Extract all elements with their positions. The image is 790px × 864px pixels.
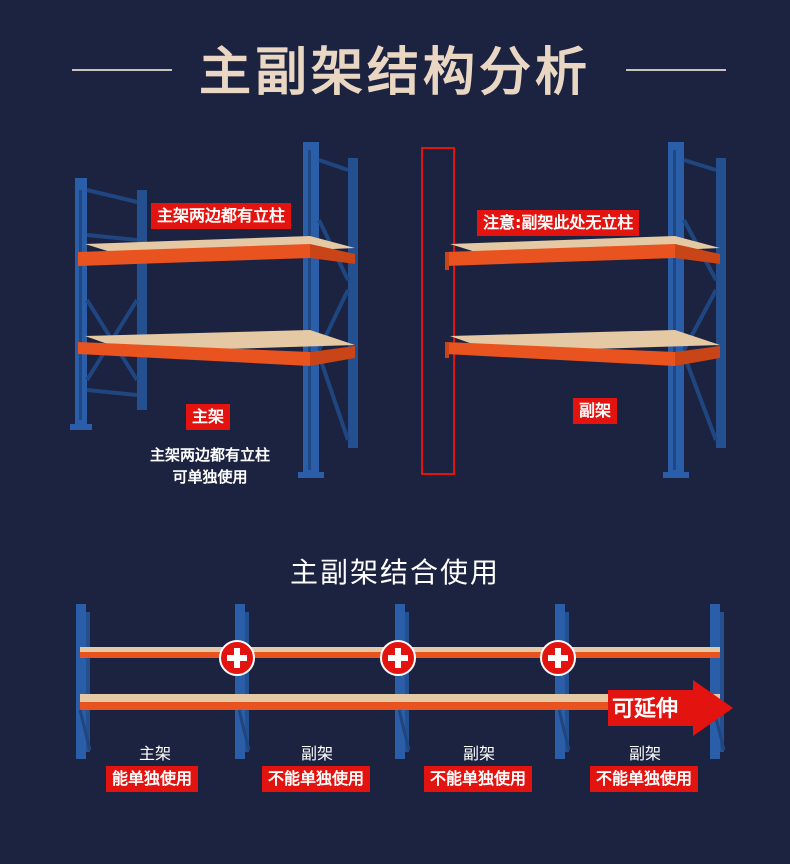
sub-rack-tag: 注意:副架此处无立柱 — [477, 210, 640, 236]
section-tag: 不能单独使用 — [590, 766, 699, 792]
missing-upright-marker — [421, 147, 455, 475]
page-title: 主副架结构分析 — [198, 43, 591, 103]
plus-icon — [219, 640, 255, 676]
section-name: 主架 — [138, 744, 171, 763]
main-rack-desc-line1: 主架两边都有立柱 — [149, 446, 270, 464]
section-tag: 能单独使用 — [106, 766, 199, 792]
extend-arrow-icon — [608, 680, 733, 736]
plus-icon — [540, 640, 576, 676]
main-rack-desc-line2: 可单独使用 — [172, 468, 248, 486]
sub-rack-illustration — [445, 142, 726, 478]
section-name: 副架 — [300, 744, 333, 763]
title-left-line — [72, 69, 172, 71]
section-name: 副架 — [462, 744, 495, 763]
section-tag: 不能单独使用 — [262, 766, 371, 792]
section-name: 副架 — [628, 744, 661, 763]
combo-subtitle: 主副架结合使用 — [289, 556, 500, 589]
main-rack-label: 主架 — [186, 404, 231, 430]
main-rack-illustration — [70, 142, 358, 478]
sub-rack-label: 副架 — [573, 398, 618, 424]
plus-icon — [380, 640, 416, 676]
section-tag: 不能单独使用 — [424, 766, 533, 792]
extend-label: 可延伸 — [612, 697, 679, 722]
title-right-line — [626, 69, 726, 71]
main-rack-tag: 主架两边都有立柱 — [151, 203, 292, 229]
